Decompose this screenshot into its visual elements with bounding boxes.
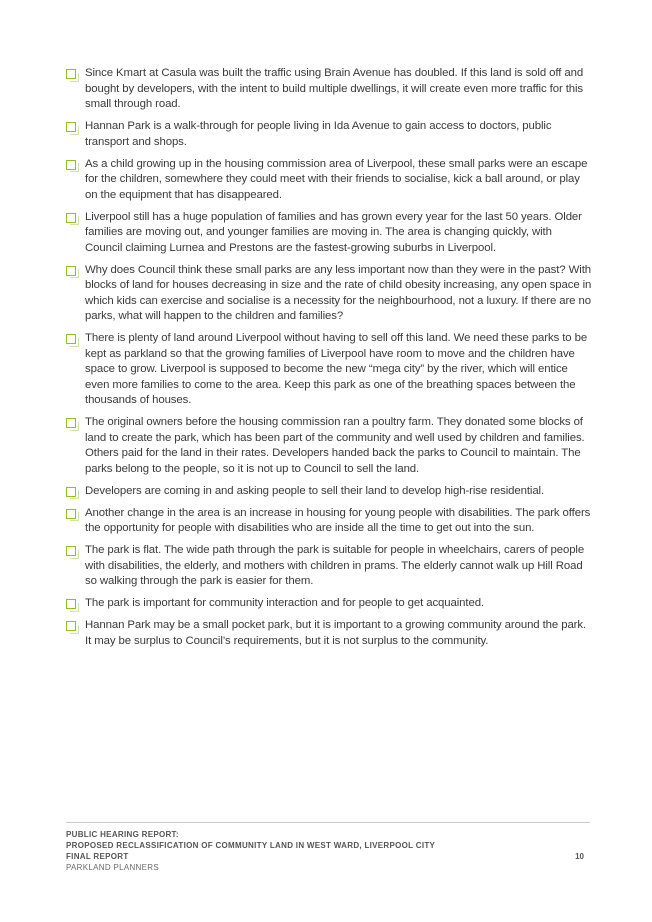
bullet-text: Why does Council think these small parks… — [85, 263, 592, 323]
checkbox-bullet-icon — [66, 599, 79, 612]
page-footer: PUBLIC HEARING REPORT: PROPOSED RECLASSI… — [66, 829, 590, 873]
checkbox-bullet-icon — [66, 159, 79, 172]
list-item: As a child growing up in the housing com… — [66, 157, 592, 204]
list-item: The park is flat. The wide path through … — [66, 543, 592, 590]
bullet-text: Liverpool still has a huge population of… — [85, 210, 582, 254]
footer-report-status: FINAL REPORT — [66, 852, 129, 861]
list-item: Liverpool still has a huge population of… — [66, 210, 592, 257]
checkbox-bullet-icon — [66, 486, 79, 499]
checkbox-bullet-icon — [66, 334, 79, 347]
list-item: Since Kmart at Casula was built the traf… — [66, 66, 592, 113]
bullet-text: Hannan Park is a walk-through for people… — [85, 120, 552, 148]
bullet-text: The original owners before the housing c… — [85, 416, 585, 475]
list-item: Why does Council think these small parks… — [66, 263, 592, 325]
footer-author: PARKLAND PLANNERS — [66, 863, 159, 872]
bullet-text: The park is important for community inte… — [85, 597, 485, 609]
list-item: Another change in the area is an increas… — [66, 506, 592, 537]
checkbox-bullet-icon — [66, 122, 79, 135]
footer-report-type: PUBLIC HEARING REPORT: — [66, 830, 179, 839]
list-item: The park is important for community inte… — [66, 596, 592, 612]
bullet-list: Since Kmart at Casula was built the traf… — [66, 66, 592, 656]
checkbox-bullet-icon — [66, 69, 79, 82]
page-number: 10 — [575, 852, 584, 861]
bullet-text: Another change in the area is an increas… — [85, 506, 591, 535]
bullet-text: The park is flat. The wide path through … — [85, 544, 585, 587]
list-item: The original owners before the housing c… — [66, 415, 592, 477]
list-item: Hannan Park is a walk-through for people… — [66, 119, 592, 150]
list-item: There is plenty of land around Liverpool… — [66, 331, 592, 409]
bullet-text: As a child growing up in the housing com… — [85, 157, 588, 201]
bullet-text: There is plenty of land around Liverpool… — [85, 332, 588, 406]
checkbox-bullet-icon — [66, 418, 79, 431]
bullet-text: Developers are coming in and asking peop… — [85, 484, 545, 497]
checkbox-bullet-icon — [66, 546, 79, 559]
checkbox-bullet-icon — [66, 265, 79, 278]
list-item: Hannan Park may be a small pocket park, … — [66, 618, 592, 649]
bullet-text: Hannan Park may be a small pocket park, … — [85, 619, 587, 647]
bullet-text: Since Kmart at Casula was built the traf… — [85, 67, 584, 110]
checkbox-bullet-icon — [66, 621, 79, 634]
list-item: Developers are coming in and asking peop… — [66, 484, 592, 499]
checkbox-bullet-icon — [66, 508, 79, 521]
footer-report-title: PROPOSED RECLASSIFICATION OF COMMUNITY L… — [66, 841, 436, 850]
checkbox-bullet-icon — [66, 212, 79, 225]
footer-divider — [66, 822, 590, 823]
